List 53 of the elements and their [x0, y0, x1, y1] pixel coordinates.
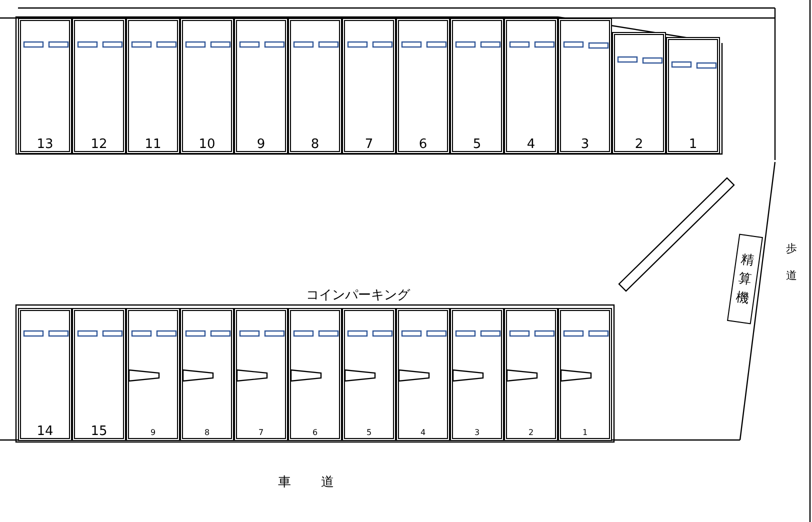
parking-space: [450, 308, 504, 441]
lot-name: コインパーキング: [306, 289, 410, 302]
parking-space: [396, 18, 450, 154]
sidewalk-label: 歩道: [786, 233, 797, 289]
parking-space: [558, 308, 612, 441]
space-number: 5: [365, 429, 373, 437]
parking-space: [342, 308, 396, 441]
parking-space: [234, 308, 288, 441]
space-number: 4: [526, 138, 536, 151]
space-number: 3: [473, 429, 481, 437]
parking-space: [180, 308, 234, 441]
parking-space: [234, 18, 288, 154]
parking-space: [18, 18, 72, 154]
space-number: 4: [419, 429, 427, 437]
parking-space: [504, 18, 558, 154]
space-number: 2: [527, 429, 535, 437]
space-number: 8: [310, 138, 320, 151]
parking-space: [126, 18, 180, 154]
payment-machine: [727, 234, 763, 324]
space-number: 9: [149, 429, 157, 437]
space-number: 5: [472, 138, 482, 151]
space-number: 1: [688, 138, 698, 151]
space-number: 7: [257, 429, 265, 437]
parking-space: [504, 308, 558, 441]
parking-space: [612, 32, 666, 154]
parking-space: [288, 308, 342, 441]
parking-space: [18, 308, 72, 441]
space-number: 12: [90, 138, 108, 151]
space-number: 9: [256, 138, 266, 151]
space-number: 6: [311, 429, 319, 437]
space-number: 7: [364, 138, 374, 151]
parking-space: [72, 18, 126, 154]
space-number: 8: [203, 429, 211, 437]
space-number: 11: [144, 138, 162, 151]
machine-label: 精算機: [734, 250, 756, 308]
parking-space: [342, 18, 396, 154]
space-number: 1: [581, 429, 589, 437]
parking-space: [126, 308, 180, 441]
parking-space: [450, 18, 504, 154]
parking-space: [558, 18, 612, 154]
parking-space: [396, 308, 450, 441]
space-number: 2: [634, 138, 644, 151]
space-number: 6: [418, 138, 428, 151]
roadway-label: 車道: [278, 476, 364, 489]
parking-space: [666, 37, 720, 154]
parking-space: [180, 18, 234, 154]
space-number: 15: [90, 425, 108, 438]
parking-space: [288, 18, 342, 154]
parking-space: [72, 308, 126, 441]
space-number: 3: [580, 138, 590, 151]
space-number: 10: [198, 138, 216, 151]
space-number: 13: [36, 138, 54, 151]
space-number: 14: [36, 425, 54, 438]
